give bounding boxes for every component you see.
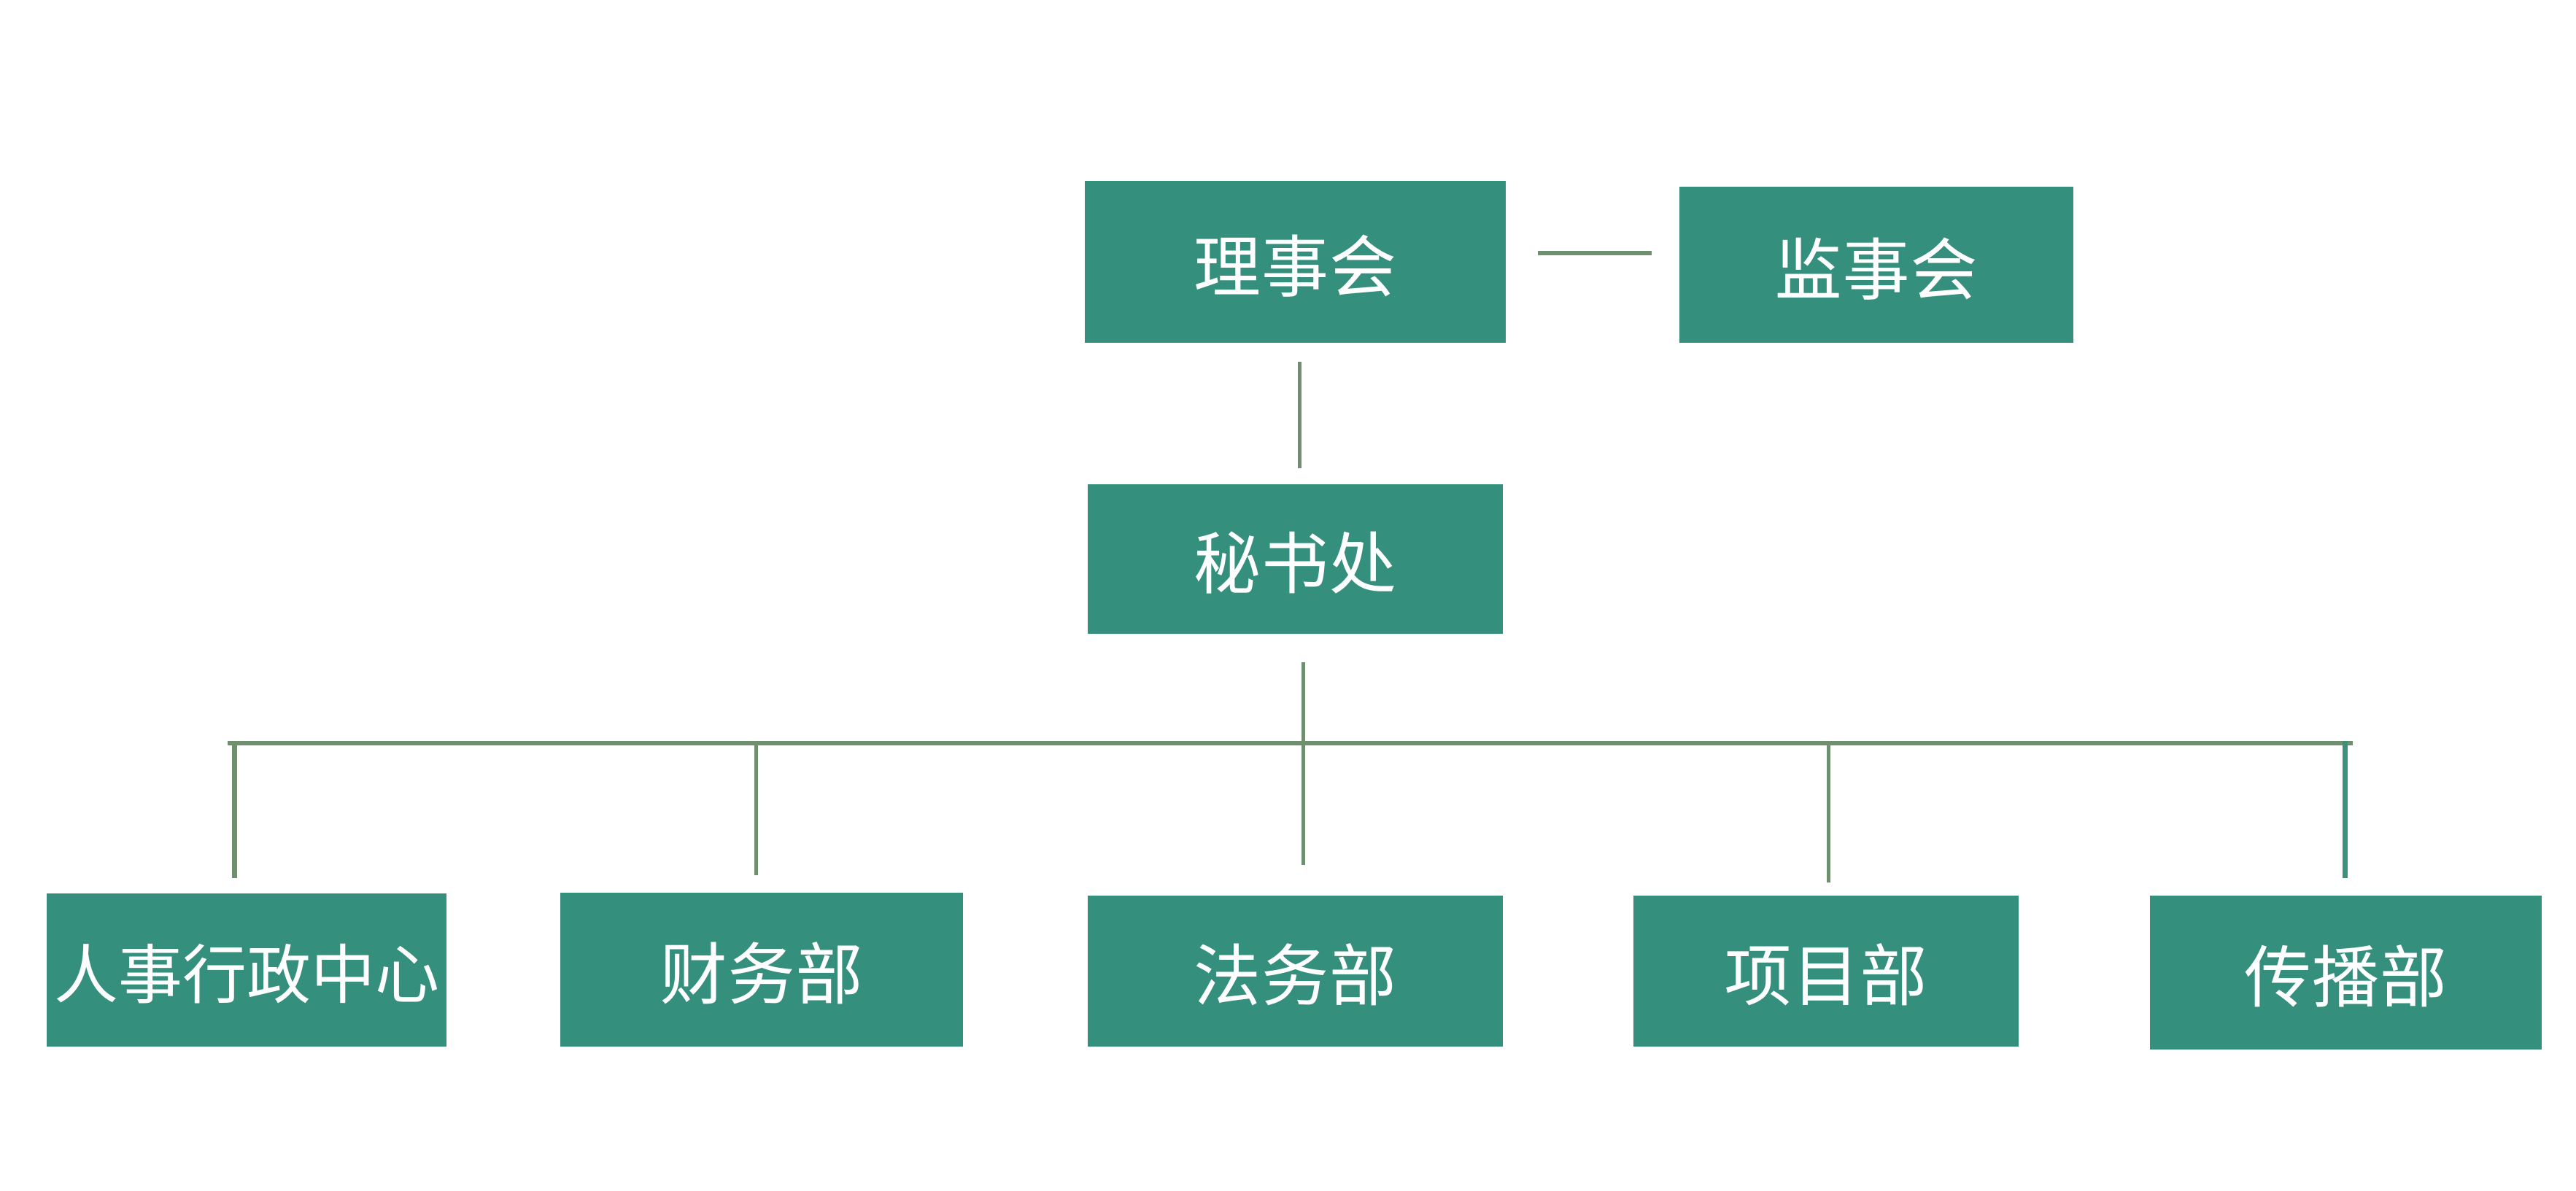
node-department-hr-admin: 人事行政中心 [47, 893, 446, 1047]
connector-board-secretariat [1298, 362, 1301, 468]
node-secretariat: 秘书处 [1088, 484, 1503, 634]
connector-secretariat-bus [1301, 662, 1305, 744]
node-department-legal: 法务部 [1088, 896, 1503, 1047]
node-supervisory-board: 监事会 [1679, 187, 2073, 343]
connector-dept-2 [754, 741, 758, 875]
connector-board-supervisory [1538, 251, 1652, 255]
connector-department-bus [228, 741, 2353, 745]
connector-dept-5 [2343, 741, 2348, 878]
node-department-projects: 项目部 [1633, 896, 2019, 1047]
connector-dept-3 [1301, 741, 1305, 865]
node-department-finance: 财务部 [560, 893, 963, 1047]
connector-dept-1 [232, 741, 237, 878]
node-board: 理事会 [1085, 181, 1506, 343]
node-department-communications: 传播部 [2150, 896, 2542, 1050]
connector-dept-4 [1827, 741, 1830, 882]
